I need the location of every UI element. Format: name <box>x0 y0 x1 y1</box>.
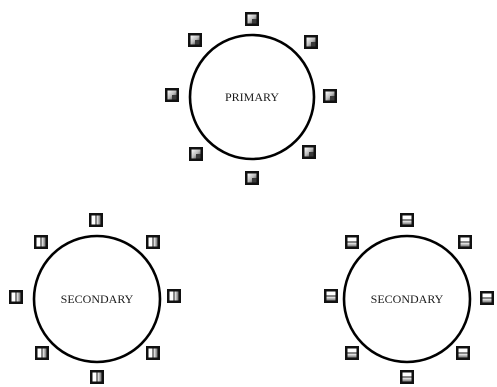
secondary-right-tile-4 <box>324 289 338 303</box>
secondary-right-tile-3 <box>458 235 472 249</box>
primary-tile-6 <box>189 147 203 161</box>
secondary-left-tile-1 <box>89 213 103 227</box>
primary-circle <box>188 33 316 161</box>
primary-label: PRIMARY <box>225 90 279 104</box>
primary-tile-5 <box>323 89 337 103</box>
secondary-right-tiles <box>324 213 494 384</box>
secondary-right-tile-8 <box>400 370 414 384</box>
secondary-right-group: SECONDARY <box>324 213 494 384</box>
secondary-right-tile-1 <box>400 213 414 227</box>
primary-tile-4 <box>165 88 179 102</box>
secondary-right-tile-5 <box>480 291 494 305</box>
primary-tile-7 <box>302 145 316 159</box>
secondary-right-tile-7 <box>456 346 470 360</box>
secondary-left-circle <box>32 234 162 364</box>
secondary-right-circle <box>342 234 472 364</box>
secondary-right-label: SECONDARY <box>371 292 444 306</box>
secondary-right-tile-2 <box>345 235 359 249</box>
primary-tile-1 <box>245 12 259 26</box>
secondary-left-tile-2 <box>34 235 48 249</box>
secondary-left-tile-8 <box>90 370 104 384</box>
secondary-left-tile-3 <box>146 235 160 249</box>
primary-tile-2 <box>188 33 202 47</box>
secondary-right-tile-6 <box>345 346 359 360</box>
secondary-left-tile-5 <box>167 289 181 303</box>
primary-tile-8 <box>245 171 259 185</box>
primary-group: PRIMARY <box>165 12 337 185</box>
secondary-left-group: SECONDARY <box>9 213 181 384</box>
primary-tiles <box>165 12 337 185</box>
secondary-left-tile-7 <box>146 346 160 360</box>
secondary-left-tile-6 <box>35 346 49 360</box>
primary-tile-3 <box>304 35 318 49</box>
secondary-left-label: SECONDARY <box>61 292 134 306</box>
secondary-left-tile-4 <box>9 290 23 304</box>
secondary-left-tiles <box>9 213 181 384</box>
